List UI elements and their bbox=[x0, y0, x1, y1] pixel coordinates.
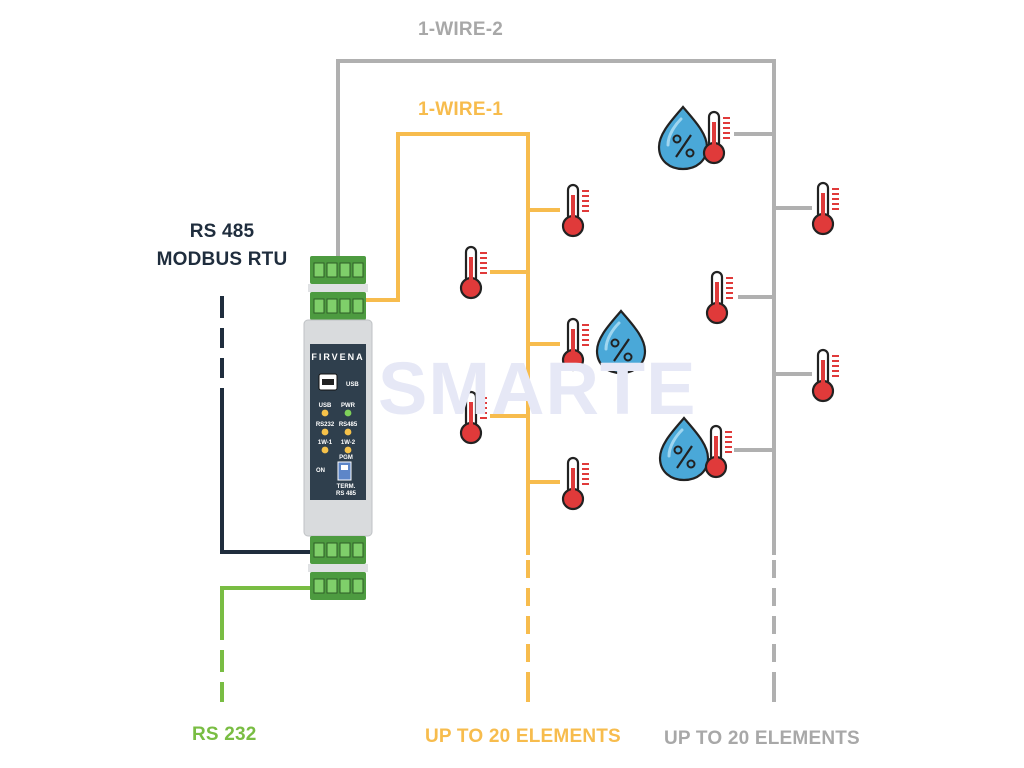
led-label: PWR bbox=[341, 403, 356, 409]
led-1w2 bbox=[344, 446, 352, 454]
term-label: TERM. bbox=[337, 484, 356, 490]
led-rs485 bbox=[344, 428, 352, 436]
humidity-drop-icon bbox=[657, 105, 709, 171]
thermometer-icon bbox=[561, 456, 591, 511]
rs232-line bbox=[220, 586, 318, 702]
led-label: USB bbox=[319, 403, 332, 409]
led-1w1 bbox=[321, 446, 329, 454]
wire2-label: 1-WIRE-2 bbox=[418, 19, 503, 40]
led-pwr bbox=[344, 409, 352, 417]
term-label: RS 485 bbox=[336, 491, 357, 497]
thermometer-icon bbox=[811, 181, 841, 236]
rs485-label-line1: RS 485 bbox=[189, 221, 255, 242]
pgm-label: PGM bbox=[339, 455, 353, 461]
rs485-label: RS 485 MODBUS RTU bbox=[148, 218, 296, 274]
rs485-line bbox=[220, 296, 318, 554]
watermark: SMARTE bbox=[378, 347, 697, 430]
led-label: RS232 bbox=[316, 422, 335, 428]
thermometer-icon bbox=[459, 245, 489, 300]
wire2-bus bbox=[336, 59, 812, 702]
wire1-elements-label: UP TO 20 ELEMENTS bbox=[425, 726, 621, 747]
led-label: 1W-1 bbox=[318, 440, 333, 446]
led-label: 1W-2 bbox=[341, 440, 356, 446]
rs485-label-line2: MODBUS RTU bbox=[156, 249, 288, 270]
rs232-label: RS 232 bbox=[192, 724, 257, 745]
wire2-elements-label: UP TO 20 ELEMENTS bbox=[664, 728, 860, 749]
thermometer-icon bbox=[811, 348, 841, 403]
led-usb bbox=[321, 409, 329, 417]
dip-switch bbox=[337, 461, 352, 481]
device-brand: FIRVENA bbox=[311, 352, 364, 362]
din-rail-device: FIRVENA USB USB PWR RS232 RS485 1W-1 1W-… bbox=[303, 256, 373, 600]
thermometer-icon bbox=[702, 110, 732, 165]
thermometer-icon bbox=[704, 424, 734, 479]
thermometer-icon bbox=[561, 183, 591, 238]
led-rs232 bbox=[321, 428, 329, 436]
usb-port-label: USB bbox=[346, 382, 359, 388]
on-label: ON bbox=[316, 468, 325, 474]
led-label: RS485 bbox=[339, 422, 358, 428]
wire1-label: 1-WIRE-1 bbox=[418, 99, 503, 120]
wire1-bus bbox=[364, 132, 560, 702]
thermometer-icon bbox=[705, 270, 735, 325]
